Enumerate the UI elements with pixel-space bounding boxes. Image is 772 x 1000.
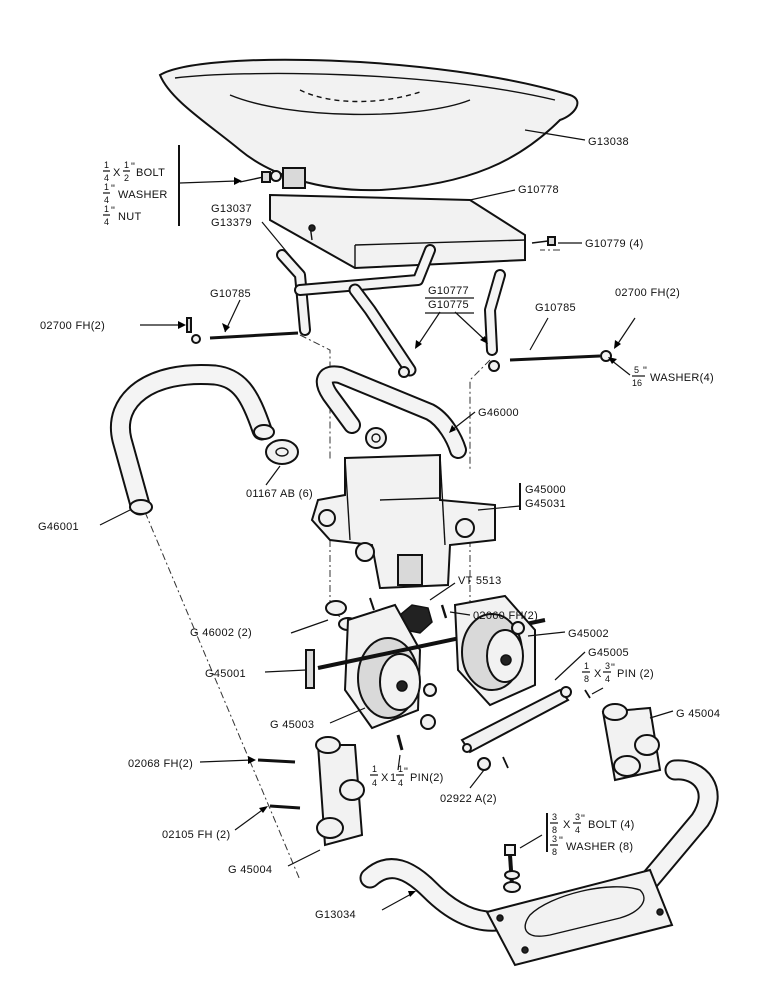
washer-01167 <box>265 439 299 465</box>
frac-eighth-n: 1 <box>584 661 589 671</box>
label-bolt-quarter: BOLT <box>136 167 165 179</box>
label-g45004-left: G 45004 <box>228 864 272 876</box>
bracket-g45004-right <box>601 703 662 782</box>
label-o2068: 02068 FH(2) <box>128 758 193 770</box>
bolt-g10779 <box>531 236 556 246</box>
label-vt5513: VT 5513 <box>458 575 501 587</box>
pins <box>396 689 591 769</box>
label-g13379: G13379 <box>211 217 252 229</box>
inch-mark-7: " <box>581 813 585 825</box>
frac-x-2: X <box>594 668 602 680</box>
frac-four-d: 4 <box>605 674 610 684</box>
bracket-g10778 <box>269 193 526 270</box>
pin-02060 <box>369 597 448 619</box>
label-nut-quarter: NUT <box>118 211 142 223</box>
frac-x: X <box>113 167 121 179</box>
hub-g45002 <box>453 594 536 707</box>
label-g10778: G10778 <box>518 184 559 196</box>
label-g13037: G13037 <box>211 203 252 215</box>
leader-lines <box>99 129 674 911</box>
label-g46000: G46000 <box>478 407 519 419</box>
inch-mark-8: " <box>559 835 563 847</box>
frac-x-4: X <box>563 819 571 831</box>
inch-mark-2: " <box>111 183 115 195</box>
label-o2700-left: 02700 FH(2) <box>40 320 105 332</box>
tub-g13038 <box>158 58 579 192</box>
rod-g10785-right <box>509 350 612 362</box>
frac-quarter-d-3: 4 <box>104 217 109 227</box>
label-g45001: G45001 <box>205 668 246 680</box>
label-g10785-right: G10785 <box>535 302 576 314</box>
label-g13034: G13034 <box>315 909 356 921</box>
frac-sixteen-d: 16 <box>632 378 642 388</box>
label-o2060: 02060 FH(2) <box>473 610 538 622</box>
inch-mark-4: " <box>643 365 647 377</box>
frac-quarter-d-5: 4 <box>398 778 403 788</box>
frac-five-n: 5 <box>634 365 639 375</box>
frame-tube-g46001 <box>110 363 275 516</box>
label-washer-quarter: WASHER <box>118 189 168 201</box>
label-g45005: G45005 <box>588 647 629 659</box>
part-labels: G13038 1 4 X 1 2 " BOLT 1 4 " WASHER 1 4… <box>38 136 720 921</box>
housing-g45000 <box>310 453 496 590</box>
frac-quarter-n-4: 1 <box>372 764 377 774</box>
bolt-3-8 <box>503 844 521 893</box>
label-washer-3-8: WASHER (8) <box>566 841 633 853</box>
hub-g45003 <box>343 603 437 730</box>
frac-eight-d: 8 <box>552 825 557 835</box>
hanger-g46000 <box>315 365 467 459</box>
link-bar-g45005 <box>460 686 572 771</box>
label-o2922: 02922 A(2) <box>440 793 497 805</box>
label-g45002: G45002 <box>568 628 609 640</box>
label-g13038: G13038 <box>588 136 629 148</box>
inch-mark-3: " <box>111 205 115 217</box>
frac-one: 1 <box>390 772 396 784</box>
bracket-g45004-left <box>257 736 365 847</box>
label-bolt-3-8: BOLT (4) <box>588 819 635 831</box>
label-washer-5-16: WASHER(4) <box>650 372 714 384</box>
frac-quarter-d-2: 4 <box>104 195 109 205</box>
brace-arms <box>276 244 506 378</box>
label-o2700-right: 02700 FH(2) <box>615 287 680 299</box>
label-g46002: G 46002 (2) <box>190 627 252 639</box>
label-o2105: 02105 FH (2) <box>162 829 230 841</box>
bolt-washer-nut-set <box>239 170 282 183</box>
frac-threeq-n: 3 <box>605 661 610 671</box>
label-g45004-right: G 45004 <box>676 708 720 720</box>
label-o1167: 01167 AB (6) <box>246 488 313 500</box>
label-g10785-left: G10785 <box>210 288 251 300</box>
label-pin-quarter: PIN(2) <box>410 772 444 784</box>
frac-quarter-n-3: 1 <box>104 204 109 214</box>
frac-eight-d-2: 8 <box>552 847 557 857</box>
label-g10777: G10777 <box>428 285 469 297</box>
label-pin-eighth: PIN (2) <box>617 668 654 680</box>
frac-quarter-n-2: 1 <box>104 182 109 192</box>
frame-g13034 <box>359 759 719 967</box>
frac-eighth-d: 8 <box>584 674 589 684</box>
label-g45000: G45000 <box>525 484 566 496</box>
label-g46001: G46001 <box>38 521 79 533</box>
label-g45003: G 45003 <box>270 719 314 731</box>
frac-four-d-2: 4 <box>575 825 580 835</box>
frac-quarter-d: 4 <box>104 173 109 183</box>
frac-quarter-n: 1 <box>104 160 109 170</box>
label-g10779: G10779 (4) <box>585 238 644 250</box>
label-g45031: G45031 <box>525 498 566 510</box>
inch-mark-5: " <box>611 662 615 674</box>
frac-threeq-n-2: 3 <box>575 812 580 822</box>
rod-g10785-left <box>186 317 299 344</box>
frac-three-n-2: 3 <box>552 834 557 844</box>
frac-half-d: 2 <box>124 173 129 183</box>
frac-x-3: X <box>381 772 389 784</box>
frac-half-n: 1 <box>124 160 129 170</box>
frac-three-n: 3 <box>552 812 557 822</box>
label-g10775: G10775 <box>428 299 469 311</box>
inch-mark-6: " <box>404 766 408 778</box>
inch-mark-1: " <box>131 161 135 173</box>
frac-quarter-d-4: 4 <box>372 778 377 788</box>
frac-quarter-n-5: 1 <box>398 764 403 774</box>
